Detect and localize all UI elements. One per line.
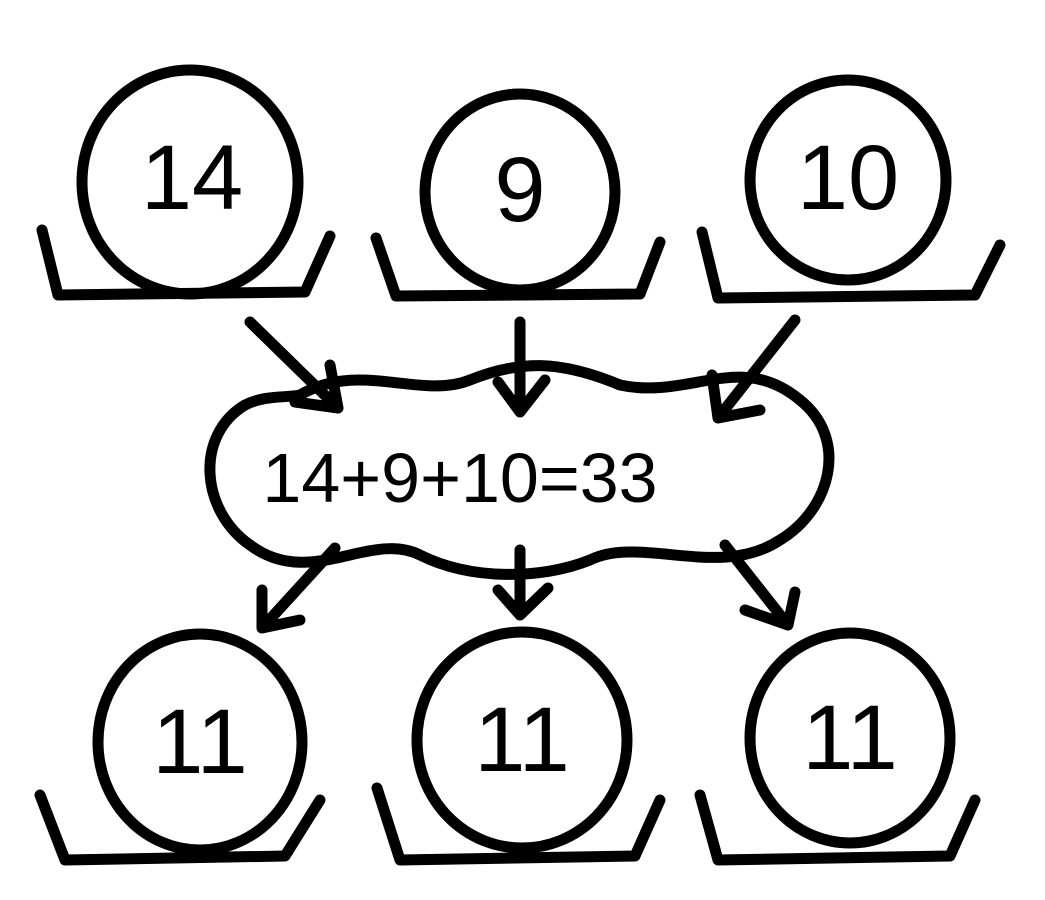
pile-value: 11 — [152, 691, 248, 793]
pile-value: 11 — [474, 689, 570, 791]
pile-value: 9 — [494, 139, 545, 241]
bottom-pile-1: 11 — [34, 628, 326, 866]
circle — [744, 74, 952, 286]
pile-value: 14 — [141, 127, 243, 229]
tray — [371, 782, 666, 866]
circle — [419, 88, 621, 296]
pile-value: 10 — [797, 127, 899, 229]
tray — [696, 226, 1006, 304]
arrow-out-3 — [719, 539, 801, 631]
top-pile-3: 10 — [696, 74, 1006, 304]
circle — [76, 64, 304, 300]
sum-cloud: 14+9+10=33 — [204, 360, 835, 580]
sum-equation: 14+9+10=33 — [262, 439, 657, 517]
tray — [694, 789, 981, 866]
arrow-out-1 — [256, 542, 341, 634]
bottom-pile-2: 11 — [371, 626, 666, 866]
circle — [411, 626, 633, 854]
pile-value: 11 — [802, 687, 898, 789]
circle — [744, 627, 956, 849]
top-pile-2: 9 — [370, 88, 666, 302]
bottom-pile-3: 11 — [694, 627, 981, 866]
circle — [92, 628, 308, 856]
arrow-out-2 — [492, 544, 554, 621]
top-pile-1: 14 — [36, 64, 336, 301]
tray — [34, 789, 326, 866]
arrow-in-3 — [706, 314, 801, 424]
